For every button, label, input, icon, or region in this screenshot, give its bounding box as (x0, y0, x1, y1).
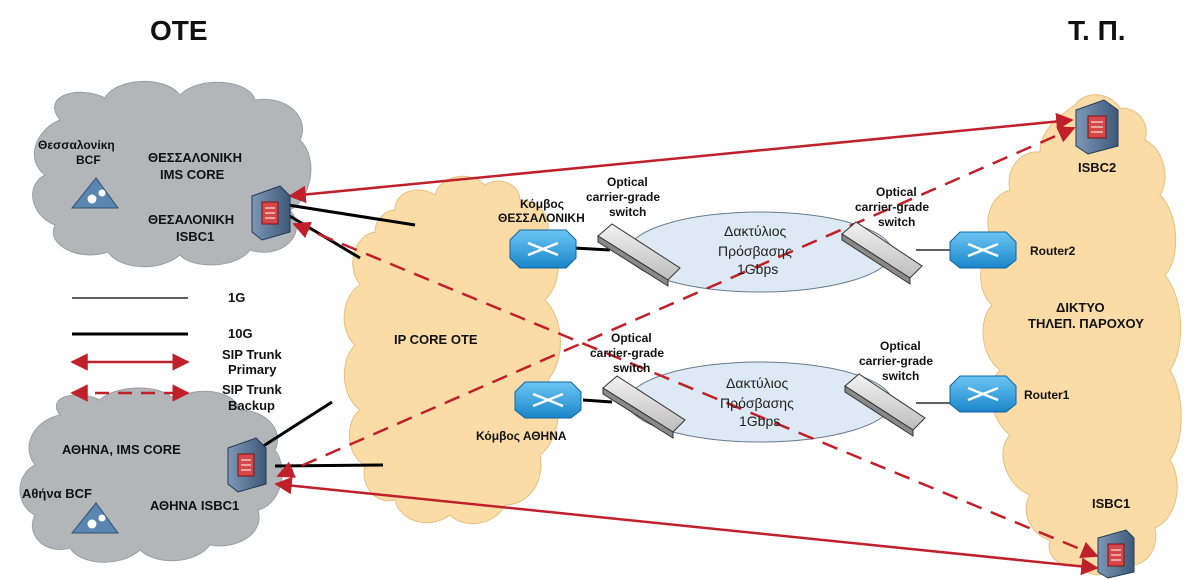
provider-net-label-1: ΔΙΚΤΥΟ (1056, 300, 1105, 315)
svg-text:Πρόσβασης: Πρόσβασης (720, 395, 794, 411)
legend: 1G 10G SIP Trunk Primary SIP Trunk Backu… (70, 290, 282, 413)
svg-text:carrier-grade: carrier-grade (855, 200, 929, 214)
router2-label: Router2 (1030, 244, 1076, 258)
switch-label-athens-right: Optical carrier-grade switch (859, 339, 933, 383)
sip-backup-thess (292, 221, 1099, 559)
thess-isbc-label-1: ΘΕΣΑΛΟΝΙΚΗ (148, 212, 234, 227)
provider-net-label-2: ΤΗΛΕΠ. ΠΑΡΟΧΟΥ (1028, 316, 1144, 331)
svg-text:switch: switch (882, 369, 919, 383)
ip-core-cloud (343, 175, 561, 525)
sip-primary-athens (274, 476, 1099, 576)
svg-text:carrier-grade: carrier-grade (586, 190, 660, 204)
sbc-icon-isbc2 (1075, 99, 1119, 155)
ring-label-thessaloniki: Δακτύλιος Πρόσβασης 1Gbps (718, 223, 792, 277)
switch-icon-thess-left (597, 223, 681, 287)
router-icon-router1 (949, 375, 1017, 413)
athens-ims-label: ΑΘΗΝΑ, IMS CORE (62, 442, 181, 457)
router-icon-thessaloniki (509, 229, 577, 269)
isbc2-label: ISBC2 (1078, 160, 1116, 175)
svg-text:1Gbps: 1Gbps (739, 413, 780, 429)
sbc-icon-athens (227, 437, 267, 493)
svg-text:1Gbps: 1Gbps (737, 261, 778, 277)
isbc1-label: ISBC1 (1092, 496, 1130, 511)
sip-primary-thess (288, 112, 1074, 204)
header-ote: ΟΤΕ (150, 15, 208, 46)
legend-primary-1: SIP Trunk (222, 347, 282, 362)
sbc-icon-thessaloniki (251, 185, 291, 241)
bcf-icon-athens (70, 502, 119, 534)
bcf-icon-thessaloniki (70, 177, 119, 209)
node-athens-label: Κόμβος ΑΘΗΝΑ (476, 429, 567, 443)
sip-trunks (274, 112, 1099, 576)
thess-bcf-label-2: BCF (76, 153, 101, 167)
switch-icon-thess-right (841, 221, 923, 285)
thess-ims-label-1: ΘΕΣΣΑΛΟΝΙΚΗ (148, 150, 242, 165)
header-provider: Τ. Π. (1068, 15, 1126, 46)
svg-text:carrier-grade: carrier-grade (590, 346, 664, 360)
router-icon-athens (514, 381, 582, 419)
svg-text:Πρόσβασης: Πρόσβασης (718, 243, 792, 259)
router1-label: Router1 (1024, 388, 1070, 402)
svg-text:Optical: Optical (611, 331, 652, 345)
sbc-icon-isbc1 (1097, 529, 1135, 579)
athens-bcf-label: Αθήνα BCF (22, 486, 92, 501)
switch-label-athens-left: Optical carrier-grade switch (590, 331, 664, 375)
node-thess-label-2: ΘΕΣΣΑΛΟΝΙΚΗ (498, 211, 585, 225)
svg-text:Optical: Optical (607, 175, 648, 189)
legend-1g: 1G (228, 290, 245, 305)
svg-text:switch: switch (878, 215, 915, 229)
legend-backup-1: SIP Trunk (222, 382, 282, 397)
node-thess-label-1: Κόμβος (520, 197, 564, 211)
ip-core-label: IP CORE OTE (394, 332, 478, 347)
svg-text:Δακτύλιος: Δακτύλιος (724, 223, 787, 239)
switch-icon-athens-right (844, 373, 926, 437)
ring-label-athens: Δακτύλιος Πρόσβασης 1Gbps (720, 375, 794, 429)
legend-backup-2: Backup (228, 398, 275, 413)
svg-text:Δακτύλιος: Δακτύλιος (726, 375, 789, 391)
switch-label-thess-left: Optical carrier-grade switch (586, 175, 660, 219)
thess-bcf-label-1: Θεσσαλονίκη (38, 138, 115, 152)
athens-isbc-label: ΑΘΗΝΑ ISBC1 (150, 498, 239, 513)
switch-label-thess-right: Optical carrier-grade switch (855, 185, 929, 229)
legend-10g: 10G (228, 326, 253, 341)
legend-primary-2: Primary (228, 362, 277, 377)
thess-ims-label-2: IMS CORE (160, 167, 225, 182)
router-icon-router2 (949, 231, 1017, 269)
svg-text:Optical: Optical (876, 185, 917, 199)
svg-text:carrier-grade: carrier-grade (859, 354, 933, 368)
thess-isbc-label-2: ISBC1 (176, 229, 214, 244)
switch-icon-athens-left (602, 375, 686, 439)
svg-text:switch: switch (609, 205, 646, 219)
svg-text:switch: switch (613, 361, 650, 375)
svg-text:Optical: Optical (880, 339, 921, 353)
